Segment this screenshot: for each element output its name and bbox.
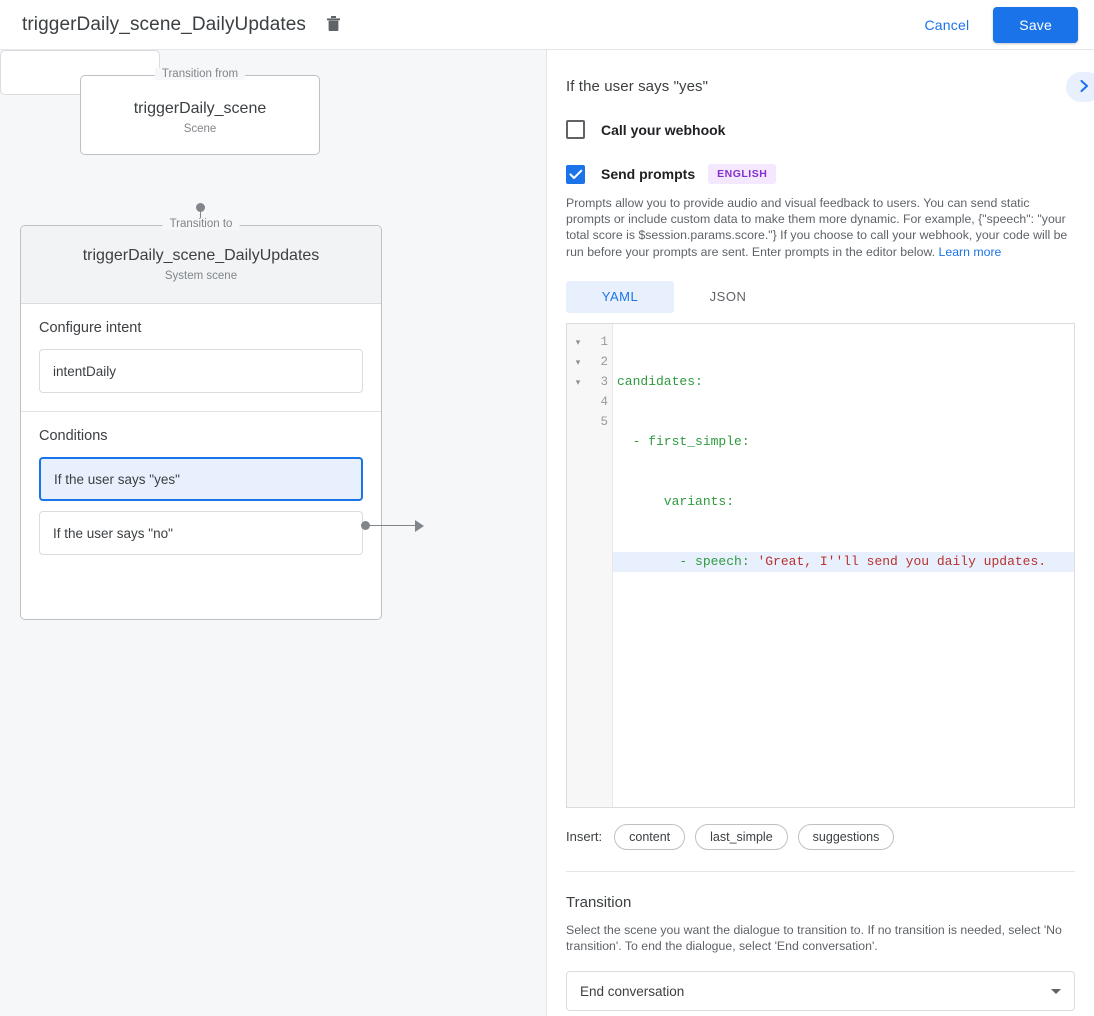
code-token-string: 'Great, I''ll send you daily updates. — [757, 553, 1047, 569]
send-prompts-label: Send prompts — [601, 166, 696, 182]
top-bar-actions: Cancel Save — [911, 6, 1094, 43]
panel-header: If the user says "yes" — [566, 50, 1075, 95]
code-token-key: candidates: — [617, 373, 703, 389]
save-button[interactable]: Save — [993, 6, 1078, 43]
configure-intent-section: Configure intent intentDaily — [21, 304, 381, 412]
line-number: 3 — [600, 374, 608, 389]
transition-help-text: Select the scene you want the dialogue t… — [566, 922, 1062, 954]
transition-from-title: triggerDaily_scene — [133, 100, 267, 117]
editor-format-tabs: YAML JSON — [566, 280, 1075, 313]
code-line-2: - first_simple: — [613, 432, 1074, 452]
panel-title: If the user says "yes" — [566, 78, 709, 95]
trash-icon — [326, 15, 341, 35]
insert-chip-last-simple[interactable]: last_simple — [695, 823, 788, 850]
fold-marker-2[interactable]: ▾ — [575, 356, 581, 367]
code-line-3: variants: — [613, 492, 1074, 512]
transition-to-title: triggerDaily_scene_DailyUpdates — [82, 247, 320, 264]
transition-from-legend: Transition from — [154, 68, 246, 80]
configure-intent-label: Configure intent — [39, 320, 142, 336]
tab-json[interactable]: JSON — [709, 289, 747, 305]
transition-select[interactable]: End conversation — [566, 971, 1075, 1012]
transition-to-subtitle: System scene — [164, 270, 238, 282]
connector-dot-condition — [361, 521, 370, 530]
conditions-label: Conditions — [39, 428, 108, 444]
code-token-key: variants: — [617, 493, 735, 509]
code-line-5 — [613, 612, 1074, 632]
line-number: 4 — [600, 394, 608, 409]
code-token-key: - first_simple: — [617, 433, 750, 449]
condition-item-yes[interactable]: If the user says "yes" — [39, 457, 363, 501]
line-number: 2 — [600, 354, 608, 369]
page-title: triggerDaily_scene_DailyUpdates — [22, 13, 307, 35]
connector-line-horizontal — [369, 525, 419, 526]
chevron-down-icon — [1051, 988, 1061, 994]
tab-yaml[interactable]: YAML — [566, 280, 674, 313]
transition-from-node[interactable]: Transition from triggerDaily_scene Scene — [80, 68, 320, 155]
transition-from-subtitle: Scene — [183, 123, 217, 135]
send-prompts-checkbox[interactable] — [566, 164, 585, 184]
code-line-4: - speech: 'Great, I''ll send you daily u… — [613, 551, 1074, 572]
fold-marker-1[interactable]: ▾ — [575, 336, 581, 347]
insert-chips-row: Insert: content last_simple suggestions — [566, 823, 1075, 850]
send-prompts-checkbox-row[interactable]: Send prompts ENGLISH — [566, 164, 1075, 184]
prompts-help-body: Prompts allow you to provide audio and v… — [566, 196, 1068, 259]
chevron-right-icon — [1078, 79, 1090, 96]
check-icon — [569, 169, 582, 179]
editor-fold-column[interactable]: ▾ ▾ ▾ — [567, 323, 589, 807]
language-badge: ENGLISH — [708, 164, 777, 184]
transition-to-node[interactable]: Transition to triggerDaily_scene_DailyUp… — [20, 218, 382, 620]
condition-item-no[interactable]: If the user says "no" — [39, 511, 363, 555]
transition-section-title: Transition — [566, 893, 632, 911]
section-divider — [566, 870, 1075, 872]
prompt-code-editor[interactable]: ▾ ▾ ▾ 1 2 3 4 5 candidates: - first_simp… — [566, 322, 1075, 808]
webhook-checkbox[interactable] — [566, 120, 585, 139]
delete-button[interactable] — [320, 12, 346, 38]
editor-code-area[interactable]: candidates: - first_simple: variants: - … — [613, 324, 1074, 807]
conditions-section: Conditions If the user says "yes" If the… — [21, 412, 381, 583]
learn-more-link[interactable]: Learn more — [938, 244, 1002, 259]
line-number: 1 — [600, 334, 608, 349]
prompts-help-text: Prompts allow you to provide audio and v… — [566, 195, 1075, 260]
webhook-checkbox-row[interactable]: Call your webhook — [566, 120, 1075, 139]
fold-marker-3[interactable]: ▾ — [575, 376, 581, 387]
scene-graph-canvas[interactable]: Transition from triggerDaily_scene Scene… — [0, 50, 547, 1016]
insert-chip-suggestions[interactable]: suggestions — [797, 823, 895, 850]
transition-select-value: End conversation — [580, 983, 685, 999]
expand-panel-button[interactable] — [1066, 72, 1094, 102]
editor-line-numbers: 1 2 3 4 5 — [589, 323, 613, 807]
connector-arrow-right-icon — [415, 520, 424, 532]
code-token-key: - speech: — [617, 553, 758, 569]
transition-to-header: triggerDaily_scene_DailyUpdates System s… — [21, 226, 381, 304]
top-bar: triggerDaily_scene_DailyUpdates Cancel S… — [0, 0, 1094, 50]
code-line-1: candidates: — [613, 372, 1074, 392]
webhook-label: Call your webhook — [601, 121, 726, 138]
intent-field[interactable]: intentDaily — [39, 349, 363, 393]
condition-details-panel: If the user says "yes" Call your webhook… — [547, 50, 1094, 1016]
panel-prompts-section: If the user says "yes" Call your webhook… — [547, 50, 1094, 1012]
cancel-button[interactable]: Cancel — [911, 8, 984, 42]
line-number: 5 — [600, 414, 608, 429]
insert-label: Insert: — [566, 829, 603, 845]
transition-to-legend: Transition to — [162, 218, 240, 230]
insert-chip-content[interactable]: content — [614, 823, 686, 850]
